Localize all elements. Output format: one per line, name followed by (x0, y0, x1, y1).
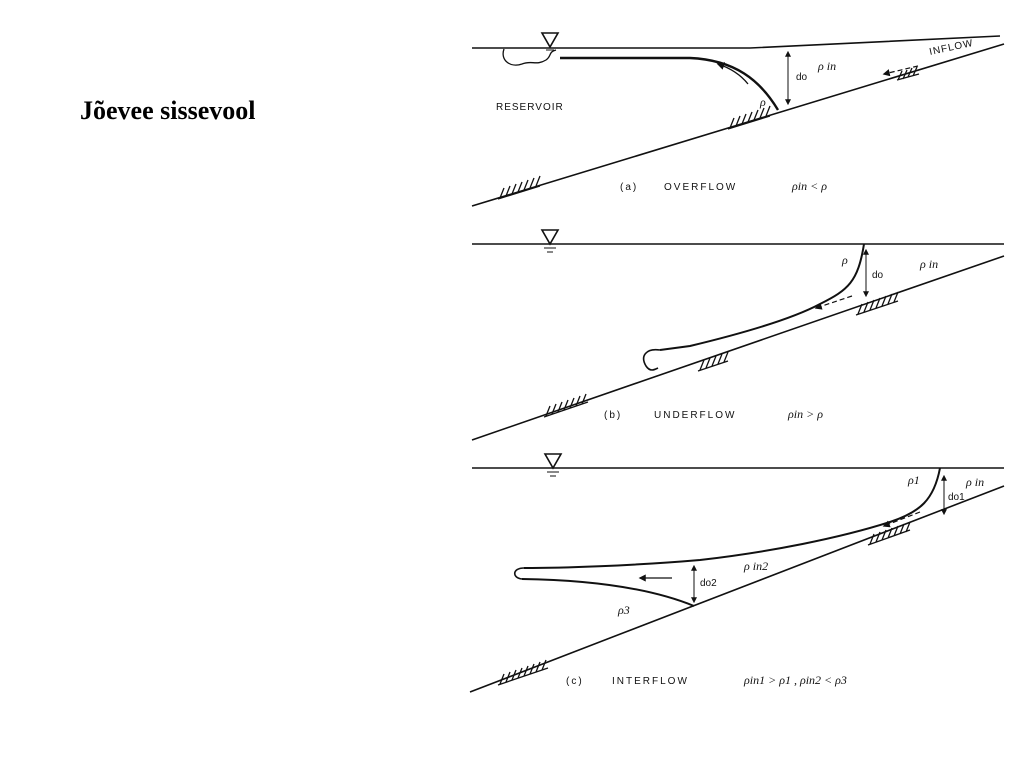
water-level-icon (540, 229, 560, 253)
caption-id: (b) (604, 410, 622, 421)
rho-in-label: ρ in (817, 59, 836, 73)
caption-id: (c) (566, 676, 584, 687)
depth-label: do (872, 270, 884, 281)
reservoir-bed-line (469, 485, 1005, 693)
water-level-icon (540, 32, 560, 51)
caption-name: INTERFLOW (612, 676, 689, 687)
rho-in2-label: ρ in2 (743, 559, 768, 573)
rho-in-label: ρ in (919, 257, 938, 271)
depth-label: do (796, 72, 808, 83)
current-head (642, 348, 661, 371)
rho-3-label: ρ3 (617, 603, 630, 617)
depth-label-2: do2 (700, 578, 717, 589)
reservoir-bed-line (471, 43, 1005, 207)
bed-hatch (497, 66, 920, 200)
panel-interflow: ρ1 ρ in do1 ρ in2 do2 ρ3 (c) INTERFLOW ρ… (469, 453, 1005, 693)
slide-title: Jõevee sissevool (80, 96, 256, 125)
intrusion-upper-interface (523, 467, 941, 569)
water-surface-line (472, 35, 1001, 49)
rho-1-label: ρ1 (907, 473, 920, 487)
reservoir-bed-line (471, 255, 1005, 441)
panel-underflow: do ρ in ρ (b) UNDERFLOW ρin > ρ (471, 229, 1005, 441)
caption-name: UNDERFLOW (654, 410, 736, 421)
caption-relation: ρin > ρ (787, 407, 823, 421)
intrusion-nose (513, 567, 525, 580)
bed-hatch (497, 521, 911, 686)
rho-in-label: ρ in (965, 475, 984, 489)
depth-label-1: do1 (948, 492, 965, 503)
water-level-icon (543, 453, 563, 477)
caption-relation: ρin < ρ (791, 179, 827, 193)
plume-interface (659, 243, 865, 351)
inflow-arrow (882, 65, 919, 77)
rho-label: ρ (759, 95, 766, 109)
flow-arrow-channel (882, 511, 921, 528)
caption-relation: ρin1 > ρ1 , ρin2 < ρ3 (743, 673, 847, 687)
caption-name: OVERFLOW (664, 182, 737, 193)
bed-hatch (543, 291, 899, 418)
caption-id: (a) (620, 182, 638, 193)
reservoir-label: RESERVOIR (496, 102, 564, 113)
panel-overflow: RESERVOIR INFLOW do ρ in ρ (a) OVERFLOW … (471, 32, 1005, 207)
shoreline-outline (502, 48, 557, 66)
rho-label: ρ (841, 253, 848, 267)
plume-interface (560, 56, 780, 111)
intrusion-lower-interface (521, 578, 695, 607)
flow-arrow (716, 62, 749, 85)
flow-arrow (814, 295, 853, 310)
